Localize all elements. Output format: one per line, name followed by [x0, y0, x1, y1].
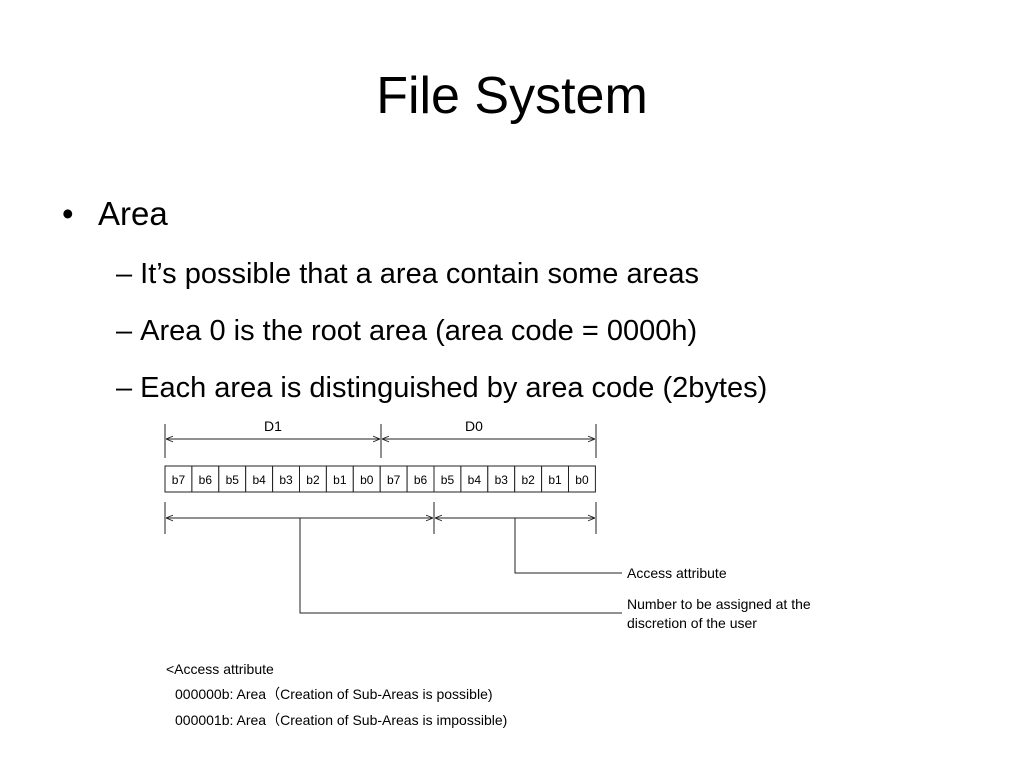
bit-label: b2 — [521, 473, 535, 487]
bit-label: b0 — [575, 473, 589, 487]
dash-icon: – — [116, 258, 133, 290]
bit-cell: b3 — [487, 465, 516, 493]
bit-label: b3 — [279, 473, 293, 487]
bit-label: b4 — [252, 473, 266, 487]
byte-label-d0: D0 — [465, 418, 483, 434]
bit-label: b2 — [306, 473, 320, 487]
bit-cell: b3 — [272, 465, 301, 493]
bit-cell: b1 — [541, 465, 569, 493]
slide-title: File System — [376, 67, 648, 125]
bit-label: b5 — [226, 473, 240, 487]
legend-item-2: 000001b: Area（Creation of Sub-Areas is i… — [175, 712, 508, 728]
sub-item-2: –Area 0 is the root area (area code = 00… — [116, 311, 697, 351]
bit-label: b1 — [333, 473, 347, 487]
bullet-area: • Area — [62, 192, 168, 236]
bit-cell: b0 — [352, 465, 381, 493]
bit-cell: b2 — [514, 465, 543, 493]
legend-item-1: 000000b: Area（Creation of Sub-Areas is p… — [175, 686, 493, 702]
sub-item-text: It’s possible that a area contain some a… — [140, 258, 699, 290]
bit-cell: b6 — [191, 465, 220, 493]
bullet-label: Area — [98, 195, 168, 232]
bit-label: b6 — [414, 473, 428, 487]
bit-cell: b5 — [218, 465, 247, 493]
byte-dimension-lines — [164, 424, 597, 458]
bit-label: b4 — [468, 473, 482, 487]
bit-label: b0 — [360, 473, 374, 487]
bullet-dot-icon: • — [62, 195, 74, 232]
bit-cell: b4 — [245, 465, 274, 493]
bit-label: b1 — [548, 473, 562, 487]
field-dimension-lines — [164, 502, 622, 614]
dash-icon: – — [116, 315, 133, 347]
bit-row: b7 b6 b5 b4 b3 b2 b1 b0 b7 b6 b5 b4 b3 b2 b1 b0 — [164, 465, 596, 493]
access-attribute-label: Access attribute — [627, 565, 727, 581]
bit-cell: b7 — [379, 465, 408, 493]
bit-label: b7 — [387, 473, 401, 487]
byte-label-d1: D1 — [264, 418, 282, 434]
sub-item-text: Area 0 is the root area (area code = 000… — [140, 315, 698, 347]
bit-cell: b2 — [299, 465, 327, 493]
bit-label: b3 — [495, 473, 509, 487]
sub-item-1: –It’s possible that a area contain some … — [116, 254, 699, 294]
bit-cell: b1 — [325, 465, 354, 493]
number-label-line2: discretion of the user — [627, 615, 757, 631]
bit-label: b5 — [441, 473, 455, 487]
bit-cell: b5 — [433, 465, 462, 493]
bit-cell: b0 — [568, 465, 596, 493]
legend-heading: <Access attribute — [166, 661, 274, 677]
bit-cell: b6 — [406, 465, 435, 493]
sub-item-text: Each area is distinguished by area code … — [140, 372, 768, 404]
dash-icon: – — [116, 372, 133, 404]
bit-cell: b4 — [460, 465, 489, 493]
bit-label: b7 — [172, 473, 186, 487]
bit-label: b6 — [199, 473, 213, 487]
sub-item-3: –Each area is distinguished by area code… — [116, 368, 767, 408]
number-label-line1: Number to be assigned at the — [627, 596, 811, 612]
bit-cell: b7 — [164, 465, 193, 493]
